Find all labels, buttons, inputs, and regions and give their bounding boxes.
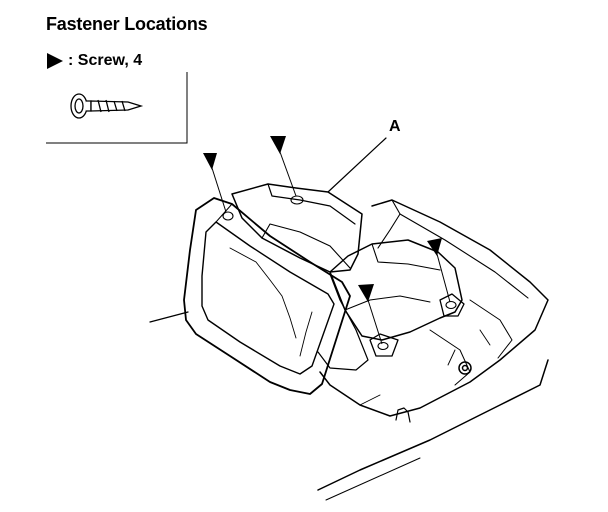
- screw-tab: [369, 333, 399, 357]
- screw-hole: [290, 195, 304, 205]
- screw-tab: [439, 293, 465, 317]
- duct-a: [231, 183, 363, 273]
- legend-label: : Screw, 4: [68, 52, 143, 69]
- screw-pointer-1: [203, 153, 217, 170]
- callout-label-a: A: [389, 118, 401, 135]
- screw-hole: [222, 211, 234, 221]
- legend-frame: [46, 72, 188, 144]
- legend: : Screw, 4: [46, 50, 142, 72]
- screw-pointer-4: [358, 284, 374, 302]
- rear-housing: [319, 199, 549, 417]
- console-body-edge: [317, 359, 549, 491]
- vent-bezel: [183, 197, 351, 395]
- screw-pointer-2: [270, 136, 286, 154]
- center-duct: [329, 239, 463, 341]
- screw-icon: [70, 93, 144, 119]
- mount-tab: [395, 407, 411, 423]
- screw-pointer-3: [427, 238, 442, 256]
- vent-opening: [201, 221, 335, 375]
- callout-leader-a: [327, 137, 387, 193]
- edge-line: [149, 311, 189, 323]
- triangle-pointer-icon: [47, 53, 63, 69]
- page-title: Fastener Locations: [46, 14, 208, 34]
